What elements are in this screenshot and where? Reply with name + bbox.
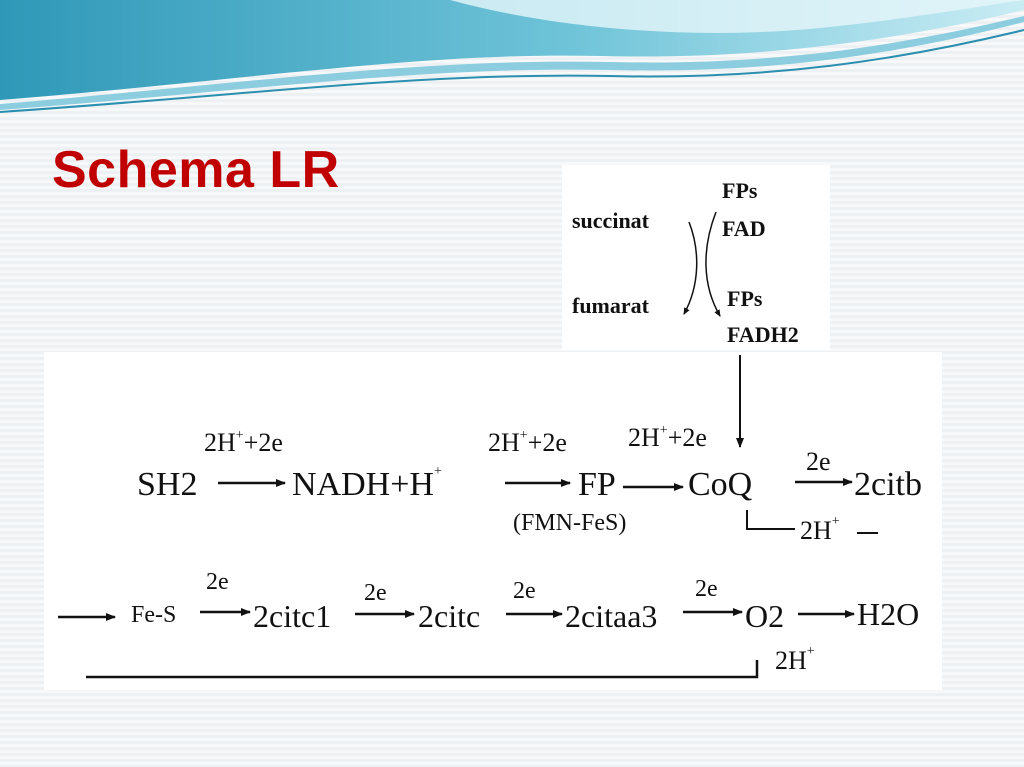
fad-curved-arrow xyxy=(705,211,721,317)
slide-title: Schema LR xyxy=(52,141,340,199)
step1-label-h: 2H xyxy=(204,428,236,457)
fumarat-label: fumarat xyxy=(572,293,650,318)
proton-out-h: 2H xyxy=(800,516,832,545)
nadh-plus: + xyxy=(434,464,442,479)
e4-label: 2e xyxy=(695,576,718,602)
fps-bottom-label: FPs xyxy=(727,286,763,311)
step3-label-rest: +2e xyxy=(668,423,707,452)
respiratory-chain-panel xyxy=(44,352,942,690)
step3-label-h: 2H xyxy=(628,423,660,452)
e3-label: 2e xyxy=(513,578,536,604)
step2-label: 2H++2e xyxy=(488,428,567,457)
fmn-fes-label: (FMN-FeS) xyxy=(513,510,626,536)
step4-label: 2e xyxy=(806,447,831,476)
nadh-text: NADH+H xyxy=(292,466,434,503)
proton-out-label: 2H+ xyxy=(800,514,840,545)
h2o-label: H2O xyxy=(857,596,919,632)
fadh2-label: FADH2 xyxy=(727,322,799,347)
step2-plus: + xyxy=(520,428,528,443)
fps-top-label: FPs xyxy=(722,178,758,203)
step2-label-h: 2H xyxy=(488,428,520,457)
step3-label: 2H++2e xyxy=(628,423,707,452)
citc1-label: 2citc1 xyxy=(253,598,331,634)
step2-label-rest: +2e xyxy=(528,428,567,457)
coq-label: CoQ xyxy=(688,466,752,503)
e1-label: 2e xyxy=(206,569,229,595)
citb-label: 2citb xyxy=(854,466,922,503)
citc-label: 2citc xyxy=(418,598,480,634)
sh2-label: SH2 xyxy=(137,466,197,503)
proton-in-plus: + xyxy=(807,644,815,659)
succinat-label: succinat xyxy=(572,208,650,233)
succinate-curved-arrow xyxy=(683,221,698,315)
header-wave-decoration xyxy=(0,0,1024,113)
proton-in-h: 2H xyxy=(775,646,807,675)
step1-label-rest: +2e xyxy=(244,428,283,457)
step3-plus: + xyxy=(660,423,668,438)
fes-label: Fe-S xyxy=(131,602,176,628)
proton-return-line xyxy=(86,660,759,679)
step1-plus: + xyxy=(236,428,244,443)
o2-label: O2 xyxy=(745,598,784,634)
proton-in-label: 2H+ xyxy=(775,644,815,675)
e2-label: 2e xyxy=(364,580,387,606)
fp-label: FP xyxy=(578,466,616,503)
nadh-label: NADH+H+ xyxy=(292,464,442,503)
citaa3-label: 2citaa3 xyxy=(565,598,657,634)
coq-proton-out-line xyxy=(746,510,795,530)
step1-label: 2H++2e xyxy=(204,428,283,457)
fad-label: FAD xyxy=(722,216,766,241)
proton-out-plus: + xyxy=(832,514,840,529)
